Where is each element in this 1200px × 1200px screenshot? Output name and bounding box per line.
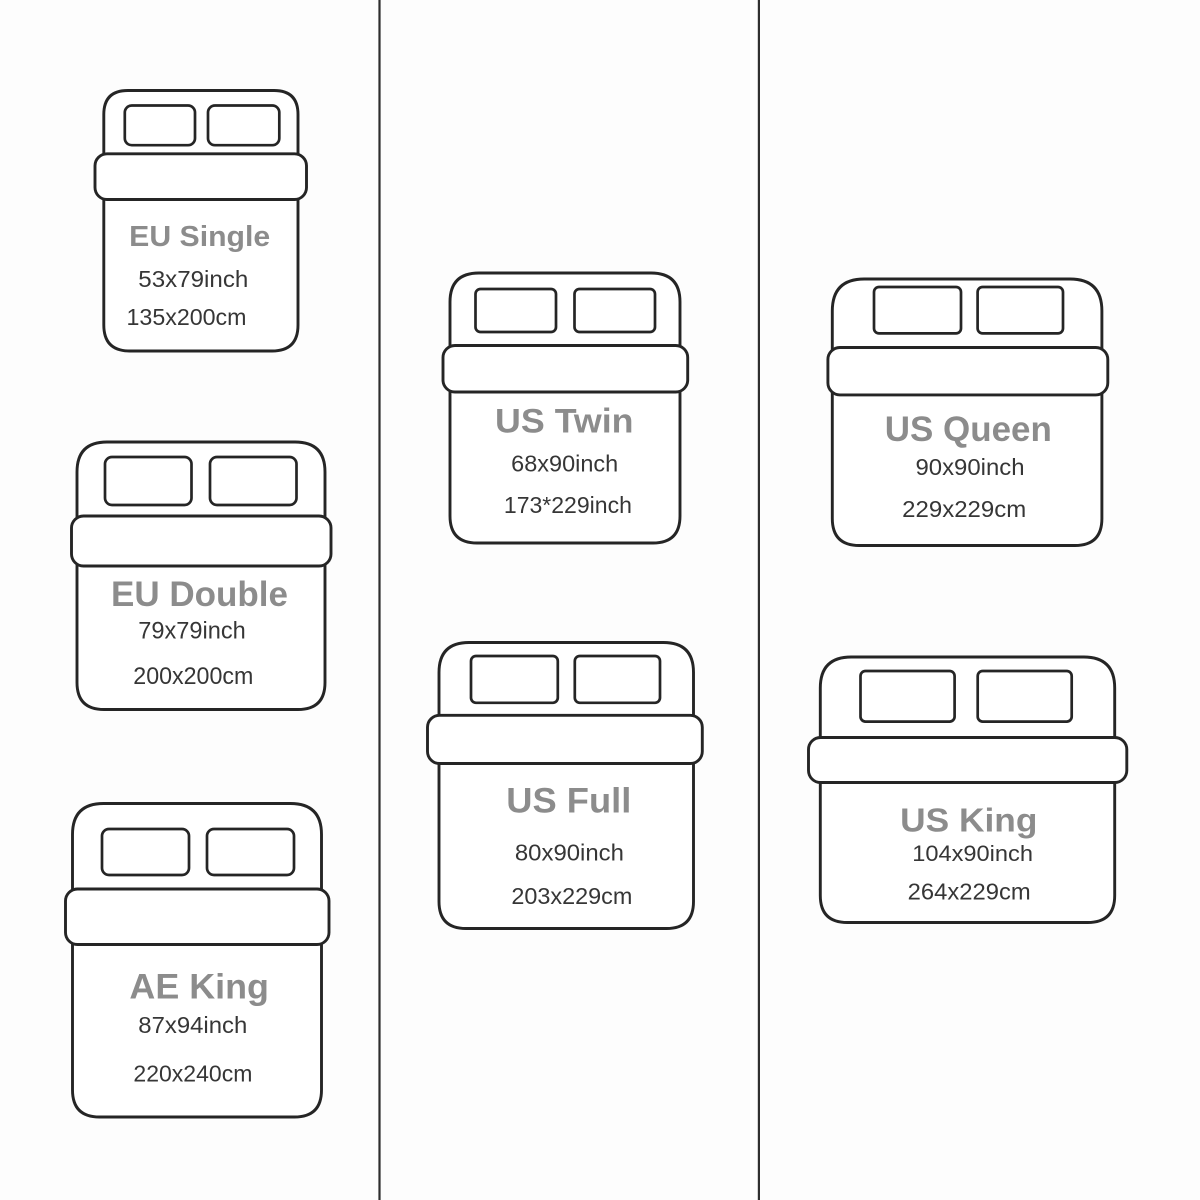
svg-text:68x90inch: 68x90inch <box>511 450 618 476</box>
svg-text:90x90inch: 90x90inch <box>916 454 1025 480</box>
svg-text:EU Double: EU Double <box>111 575 288 614</box>
svg-text:US Twin: US Twin <box>495 402 634 440</box>
svg-text:200x200cm: 200x200cm <box>133 663 253 690</box>
svg-text:104x90inch: 104x90inch <box>912 841 1033 866</box>
svg-text:173*229inch: 173*229inch <box>504 492 632 518</box>
svg-text:AE King: AE King <box>129 968 269 1007</box>
svg-text:264x229cm: 264x229cm <box>908 879 1031 905</box>
svg-text:203x229cm: 203x229cm <box>511 883 632 909</box>
svg-text:220x240cm: 220x240cm <box>133 1061 252 1087</box>
svg-text:135x200cm: 135x200cm <box>127 304 247 330</box>
svg-text:EU Single: EU Single <box>129 221 270 253</box>
svg-text:80x90inch: 80x90inch <box>515 840 624 866</box>
svg-text:US Queen: US Queen <box>885 410 1052 449</box>
svg-text:229x229cm: 229x229cm <box>902 496 1026 522</box>
svg-text:79x79inch: 79x79inch <box>138 617 246 644</box>
svg-text:US Full: US Full <box>506 782 631 821</box>
svg-text:87x94inch: 87x94inch <box>138 1012 247 1038</box>
svg-text:US King: US King <box>900 802 1037 839</box>
svg-text:53x79inch: 53x79inch <box>138 266 248 292</box>
